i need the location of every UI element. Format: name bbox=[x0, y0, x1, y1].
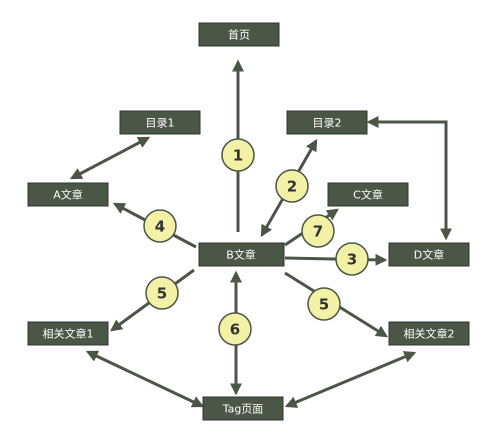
node-related2-label: 相关文章2 bbox=[404, 327, 455, 341]
badge-5-right: 5 bbox=[307, 287, 341, 321]
edge-b-to-article-d bbox=[284, 253, 388, 266]
node-catalog2: 目录2 bbox=[286, 110, 368, 135]
edge-related1-tag bbox=[85, 350, 205, 408]
badge-5-left: 5 bbox=[145, 276, 179, 310]
node-article-c: C文章 bbox=[327, 182, 409, 207]
badge-7: 7 bbox=[301, 214, 335, 248]
badge-4-text: 4 bbox=[155, 218, 165, 236]
edge-tag-related2 bbox=[284, 351, 417, 408]
edge-catalog2-article-d bbox=[366, 116, 452, 241]
node-catalog1-label: 目录1 bbox=[146, 117, 175, 130]
node-article-d: D文章 bbox=[388, 242, 470, 267]
badge-7-text: 7 bbox=[313, 223, 323, 241]
badge-5-left-text: 5 bbox=[157, 285, 167, 303]
node-article-a-label: A文章 bbox=[53, 188, 83, 202]
node-tag-page-label: Tag页面 bbox=[222, 403, 264, 416]
node-catalog1: 目录1 bbox=[119, 110, 201, 135]
badge-2-text: 2 bbox=[287, 178, 297, 196]
node-related1-label: 相关文章1 bbox=[43, 327, 94, 341]
badge-1: 1 bbox=[221, 138, 255, 172]
badge-4: 4 bbox=[143, 209, 177, 243]
badge-3-text: 3 bbox=[347, 251, 357, 269]
badge-5-right-text: 5 bbox=[319, 296, 329, 314]
node-home-label: 首页 bbox=[228, 28, 250, 42]
badge-6: 6 bbox=[218, 312, 252, 346]
node-home: 首页 bbox=[198, 22, 280, 47]
node-tag-page: Tag页面 bbox=[202, 396, 284, 421]
node-article-b-label: B文章 bbox=[226, 248, 256, 262]
node-article-b: B文章 bbox=[198, 242, 285, 267]
badge-2: 2 bbox=[275, 169, 309, 203]
node-related1: 相关文章1 bbox=[27, 321, 109, 346]
node-article-c-label: C文章 bbox=[353, 188, 383, 202]
node-catalog2-label: 目录2 bbox=[313, 117, 342, 130]
node-related2: 相关文章2 bbox=[388, 321, 470, 346]
edge-catalog1-article-a bbox=[69, 136, 151, 180]
badge-6-text: 6 bbox=[230, 321, 240, 339]
node-article-d-label: D文章 bbox=[414, 248, 444, 262]
badge-1-text: 1 bbox=[233, 147, 243, 165]
badge-3: 3 bbox=[335, 242, 369, 276]
node-article-a: A文章 bbox=[27, 182, 109, 207]
